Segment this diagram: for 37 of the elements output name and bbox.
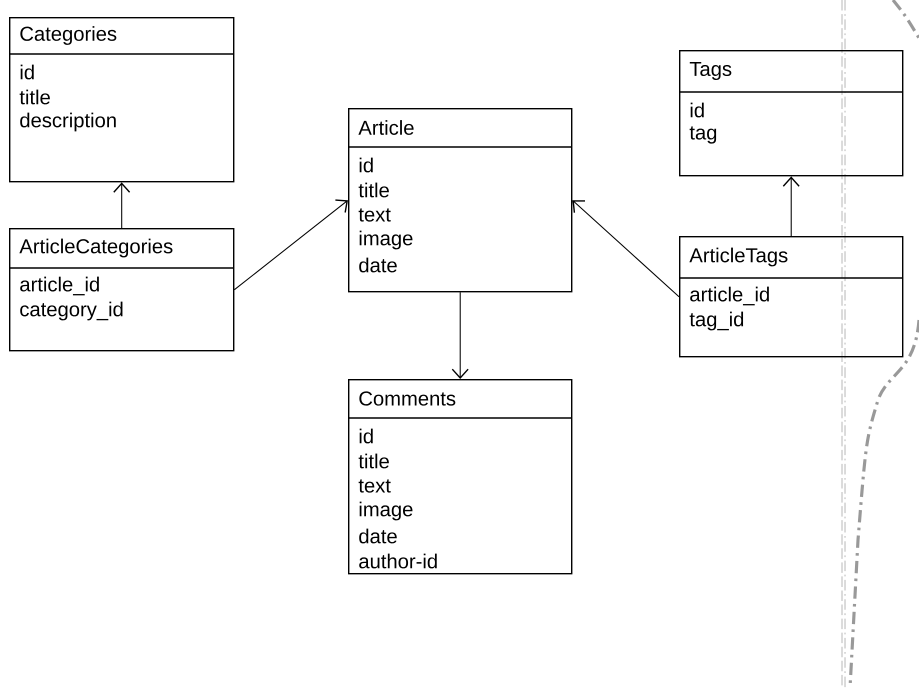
entity-name: ArticleTags	[689, 248, 788, 266]
entity-name: Categories	[20, 26, 116, 45]
attribute-label: article_id	[20, 276, 99, 296]
attribute-label: image	[360, 230, 412, 250]
attribute-label: tag	[690, 126, 716, 144]
attribute-label: title	[358, 182, 389, 198]
arrow	[572, 200, 680, 298]
entity-name: ArticleCategories	[19, 238, 172, 258]
attribute-label: id	[360, 428, 373, 444]
attribute-label: text	[358, 208, 391, 222]
attribute-label: category_id	[20, 302, 122, 320]
attribute-label: description	[20, 112, 116, 132]
entity-box	[348, 379, 572, 574]
entity-name: Comments	[359, 391, 456, 406]
entity-box	[679, 50, 904, 176]
entity-box	[348, 108, 572, 292]
attribute-label: title	[20, 90, 50, 104]
arrow	[452, 292, 469, 380]
entity-box	[679, 236, 904, 358]
attribute-label: id	[20, 64, 34, 80]
attribute-label: date	[359, 528, 397, 544]
arrow	[113, 182, 130, 228]
attribute-label: article_id	[690, 286, 769, 306]
attribute-label: date	[359, 258, 397, 272]
attribute-label: id	[690, 102, 704, 118]
attribute-label: id	[360, 158, 373, 172]
entity-name: Tags	[690, 62, 732, 80]
attribute-label: author-id	[359, 554, 437, 568]
arrow	[782, 176, 800, 236]
attribute-label: image	[360, 502, 412, 520]
attribute-label: tag_id	[690, 312, 744, 330]
arrow	[234, 199, 348, 290]
entity-box	[9, 228, 234, 352]
attribute-label: title	[358, 454, 389, 468]
attribute-label: text	[358, 479, 391, 493]
entity-name: Article	[358, 120, 414, 135]
entity-box	[9, 17, 234, 182]
